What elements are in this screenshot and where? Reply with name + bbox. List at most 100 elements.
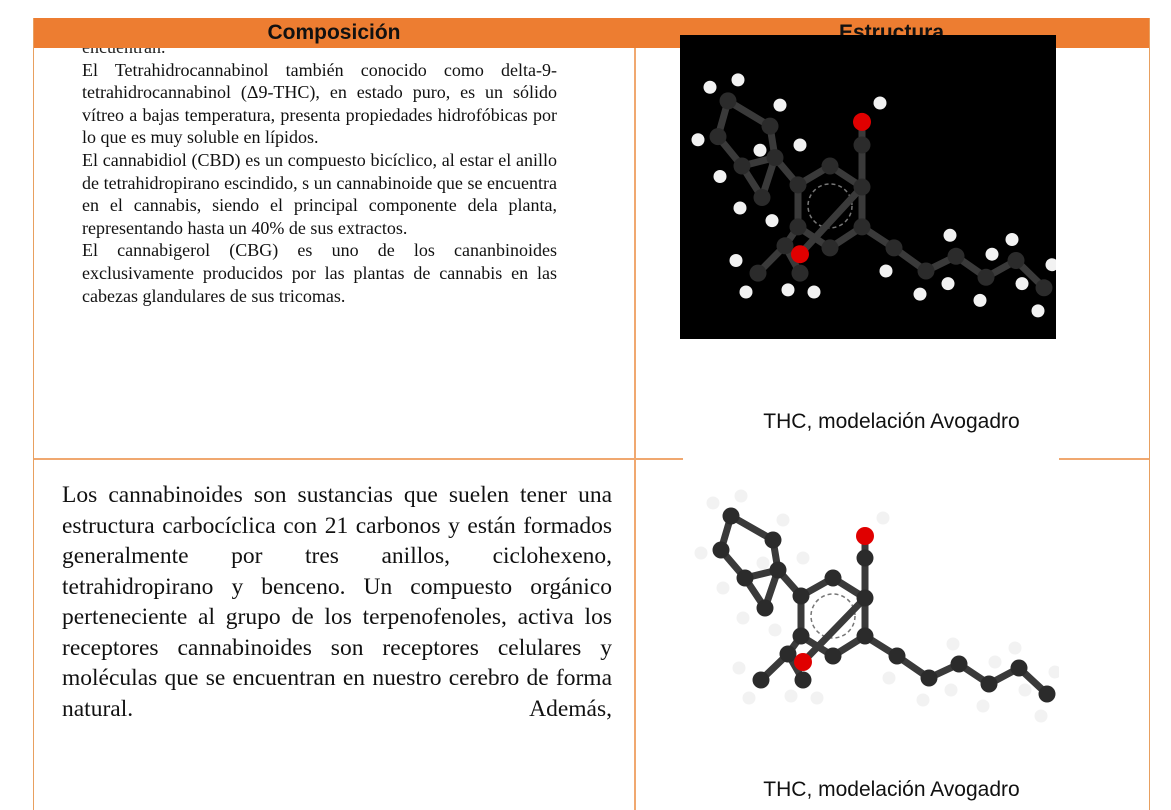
paragraph-cbd: El cannabidiol (CBD) es un compuesto bic… bbox=[82, 149, 557, 238]
carbon-atom bbox=[888, 647, 906, 665]
hydrogen-atom bbox=[985, 247, 999, 261]
carbon-atom bbox=[752, 671, 770, 689]
carbon-atom bbox=[733, 157, 751, 175]
carbon-atom bbox=[824, 647, 842, 665]
carbon-atom bbox=[856, 549, 874, 567]
carbon-atom bbox=[853, 136, 871, 154]
hydrogen-atom bbox=[879, 264, 893, 278]
carbon-atom bbox=[756, 599, 774, 617]
hydrogen-atom bbox=[731, 73, 745, 87]
hydrogen-atom bbox=[1031, 304, 1045, 318]
hydrogen-atom bbox=[706, 496, 720, 510]
hydrogen-atom bbox=[976, 699, 990, 713]
header-composicion: Composición bbox=[267, 21, 401, 44]
hydrogen-atom bbox=[873, 96, 887, 110]
carbon-atom bbox=[766, 149, 784, 167]
carbon-atom bbox=[769, 561, 787, 579]
thc-model-image-light bbox=[683, 448, 1059, 738]
carbon-atom bbox=[709, 128, 727, 146]
caption-2: THC, modelación Avogadro bbox=[763, 778, 1020, 801]
carbon-atom bbox=[920, 669, 938, 687]
hydrogen-atom bbox=[941, 277, 955, 291]
carbon-atom bbox=[885, 239, 903, 257]
hydrogen-atom bbox=[733, 201, 747, 215]
hydrogen-atom bbox=[882, 671, 896, 685]
hydrogen-atom bbox=[973, 293, 987, 307]
carbon-atom bbox=[917, 262, 935, 280]
carbon-atom bbox=[821, 157, 839, 175]
hydrogen-atom bbox=[753, 143, 767, 157]
paragraph-cannabinoides: Los cannabinoides son sustancias que sue… bbox=[62, 482, 612, 722]
carbon-atom bbox=[821, 239, 839, 257]
hydrogen-atom bbox=[943, 228, 957, 242]
carbon-atom bbox=[1010, 659, 1028, 677]
hydrogen-atom bbox=[691, 133, 705, 147]
hydrogen-atom bbox=[1048, 665, 1059, 679]
thc-molecule-drawing bbox=[694, 489, 1059, 723]
carbon-atom bbox=[789, 176, 807, 194]
composition-cell-1: encuentran. El Tetrahidrocannabinol tamb… bbox=[82, 48, 602, 458]
oxygen-atom bbox=[856, 527, 874, 545]
carbon-atom bbox=[1038, 685, 1056, 703]
carbon-atom bbox=[776, 237, 794, 255]
carbon-atom bbox=[719, 92, 737, 110]
hydrogen-atom bbox=[776, 513, 790, 527]
bond bbox=[800, 595, 868, 665]
hydrogen-atom bbox=[1008, 641, 1022, 655]
hydrogen-atom bbox=[773, 98, 787, 112]
aromatic-ring bbox=[807, 183, 853, 229]
carbon-atom bbox=[749, 264, 767, 282]
carbon-atom bbox=[950, 655, 968, 673]
carbon-atom bbox=[856, 589, 874, 607]
paragraph-thc: El Tetrahidrocannabinol también conocido… bbox=[82, 59, 557, 148]
carbon-atom bbox=[722, 507, 740, 525]
carbon-atom bbox=[761, 117, 779, 135]
row-divider bbox=[34, 458, 1149, 460]
hydrogen-atom bbox=[781, 283, 795, 297]
carbon-atom bbox=[856, 627, 874, 645]
carbon-atom bbox=[792, 627, 810, 645]
hydrogen-atom bbox=[1034, 709, 1048, 723]
hydrogen-atom bbox=[713, 170, 727, 183]
oxygen-atom bbox=[791, 245, 809, 264]
clipped-line: encuentran. bbox=[82, 48, 557, 59]
hydrogen-atom bbox=[765, 214, 779, 228]
hydrogen-atom bbox=[807, 285, 821, 299]
hydrogen-atom bbox=[810, 691, 824, 705]
hydrogen-atom bbox=[1045, 258, 1056, 272]
hydrogen-atom bbox=[734, 489, 748, 503]
hydrogen-atom bbox=[944, 683, 958, 697]
hydrogen-atom bbox=[1018, 683, 1032, 697]
hydrogen-atom bbox=[988, 655, 1002, 669]
hydrogen-atom bbox=[742, 691, 756, 705]
carbon-atom bbox=[764, 531, 782, 549]
composition-cell-2: Los cannabinoides son sustancias que sue… bbox=[62, 480, 612, 724]
thc-molecule-drawing bbox=[691, 73, 1056, 318]
hydrogen-atom bbox=[946, 637, 960, 651]
carbon-atom bbox=[977, 268, 995, 286]
oxygen-atom bbox=[853, 112, 871, 131]
carbon-atom bbox=[792, 587, 810, 605]
carbon-atom bbox=[824, 569, 842, 587]
carbon-atom bbox=[791, 264, 809, 282]
carbon-atom bbox=[753, 189, 771, 206]
hydrogen-atom bbox=[729, 254, 743, 267]
carbon-atom bbox=[947, 247, 965, 265]
carbon-atom bbox=[736, 569, 754, 587]
hydrogen-atom bbox=[739, 285, 753, 299]
carbon-atom bbox=[853, 178, 871, 196]
paragraph-cbg: El cannabigerol (CBG) es uno de los cana… bbox=[82, 240, 557, 306]
hydrogen-atom bbox=[1005, 233, 1019, 246]
aromatic-ring bbox=[810, 593, 856, 639]
hydrogen-atom bbox=[703, 80, 717, 94]
table-header: Composición Estructura bbox=[34, 18, 1149, 48]
hydrogen-atom bbox=[716, 581, 730, 595]
hydrogen-atom bbox=[876, 511, 890, 525]
hydrogen-atom bbox=[768, 623, 782, 637]
carbon-atom bbox=[1007, 252, 1025, 269]
carbon-atom bbox=[1035, 279, 1053, 297]
hydrogen-atom bbox=[784, 689, 798, 703]
caption-1: THC, modelación Avogadro bbox=[763, 410, 1020, 433]
thc-model-image-dark bbox=[680, 35, 1056, 339]
column-divider bbox=[634, 48, 636, 810]
